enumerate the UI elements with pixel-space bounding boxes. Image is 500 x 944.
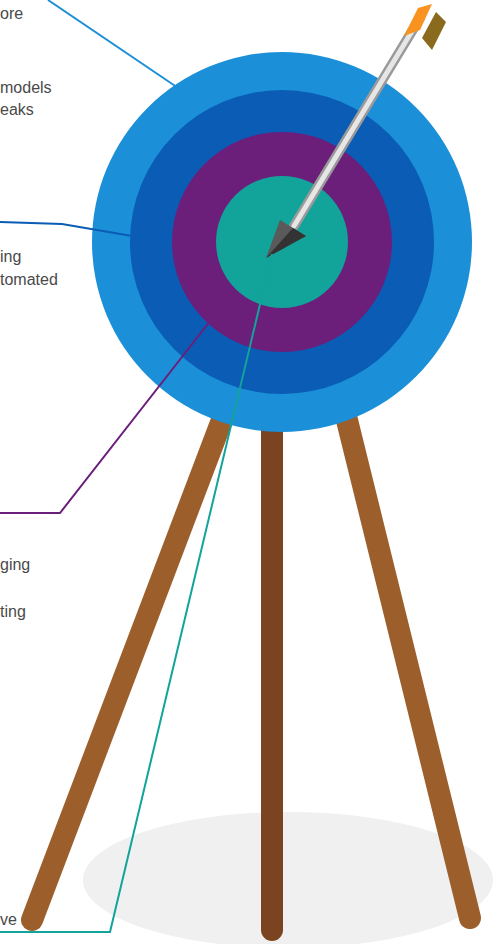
target-bullseye (216, 176, 348, 308)
arrow-head (266, 228, 306, 258)
callout-text: eaks (0, 100, 34, 120)
arrow-fletching (422, 12, 446, 50)
arrow-shaft (294, 18, 420, 226)
callout-text: ve (0, 910, 17, 930)
tripod-leg (261, 420, 283, 930)
tripod-leg (342, 400, 470, 918)
callout-text: tomated (0, 270, 58, 290)
leader-line (48, 0, 190, 96)
callout-text: ing (0, 247, 21, 267)
callout-text: ore (0, 4, 23, 24)
target-ring (92, 52, 472, 432)
target-ring (130, 90, 434, 394)
target-ring (172, 132, 392, 352)
arrow-shaft (294, 18, 420, 226)
callout-text: ging (0, 555, 30, 575)
callout-text: models (0, 78, 52, 98)
tripod-leg (32, 420, 222, 920)
leader-line (0, 254, 272, 932)
arrow-head (266, 220, 306, 258)
ground-shadow (83, 812, 493, 944)
leader-line (0, 316, 214, 513)
callout-text: ting (0, 602, 26, 622)
leader-line (0, 222, 132, 236)
